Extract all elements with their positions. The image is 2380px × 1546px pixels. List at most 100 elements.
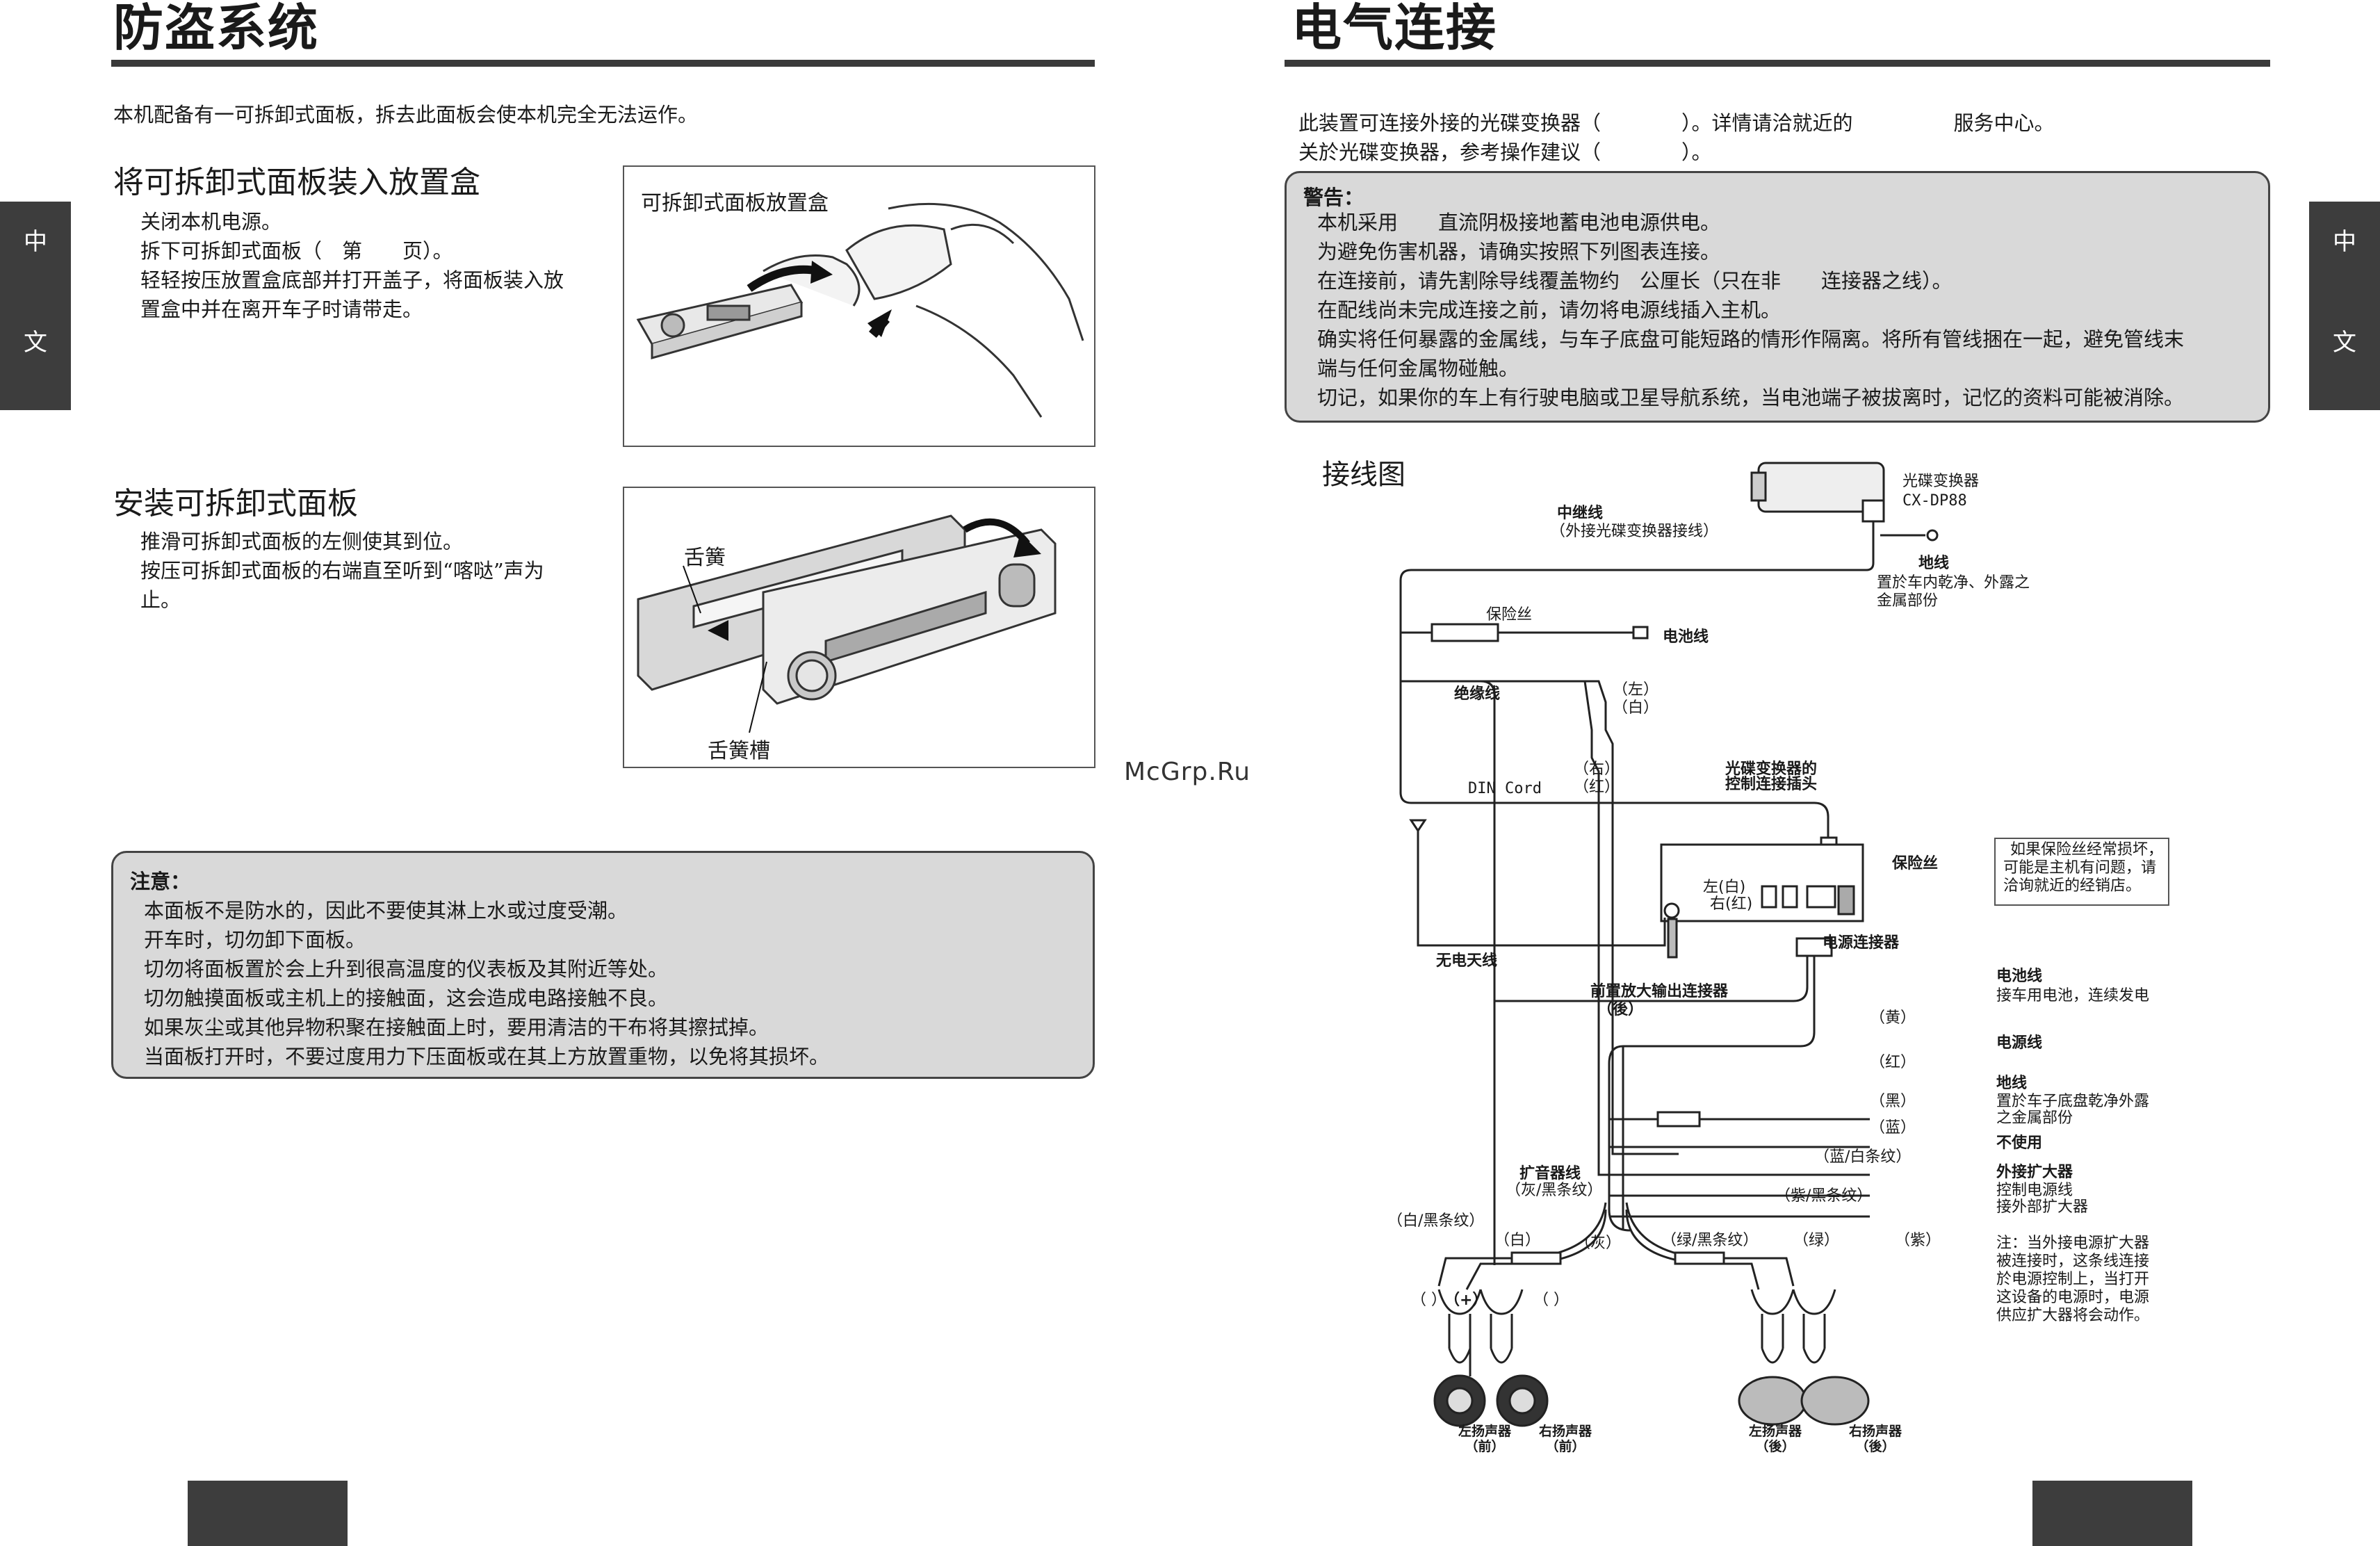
caution-title: 注意： (130, 870, 191, 893)
spk-name: 右扬声器 (1539, 1424, 1592, 1439)
sec1-heading: 将可拆卸式面板装入放置盒 (113, 165, 480, 200)
lbl-changer: 光碟变换器 (1902, 473, 1980, 490)
lbl-gnd: 地线 (1996, 1075, 2028, 1092)
lbl-black: （黑） (1870, 1093, 1916, 1110)
right-title-rule (1285, 60, 2270, 67)
lbl-gray: （灰） (1575, 1235, 1622, 1252)
spk-pos: （後） (1755, 1439, 1795, 1454)
lbl-purple-black: （紫/黑条纹） (1775, 1187, 1873, 1205)
lbl-right: （右） (1574, 760, 1620, 778)
lbl-ground-sub2: 金属部份 (1877, 592, 1939, 610)
install-illustration (637, 514, 1057, 733)
caution-box: 注意： 本面板不是防水的，因此不要使其淋上水或过度受潮。 开车时，切勿卸下面板。… (111, 851, 1095, 1079)
left-page-title: 防盗系统 (113, 0, 320, 57)
right-tab-char-1: 中 (2333, 228, 2356, 256)
lbl-green-black: （绿/黑条纹） (1661, 1232, 1759, 1249)
caution-items: 本面板不是防水的，因此不要使其淋上水或过度受潮。 开车时，切勿卸下面板。 切勿将… (144, 896, 829, 1071)
lbl-gnd-sub1: 置於车子底盘乾净外露 (1996, 1093, 2150, 1110)
sec2-step: 止。 (140, 588, 181, 612)
lbl-advice-3: 洽询就近的经销店。 (2003, 877, 2142, 895)
warning-item: 端与任何金属物碰触。 (1317, 357, 1519, 380)
left-tab-char-1: 中 (24, 228, 47, 256)
caution-item: 切勿将面板置於会上升到很高温度的仪表板及其附近等处。 (144, 957, 669, 981)
warning-item: 本机采用 直流阴极接地蓄电池电源供电。 (1317, 211, 1721, 234)
amp-note-line: 供应扩大器将会动作。 (1996, 1307, 2150, 1324)
lbl-bat-sub: 接车用电池，连续发电 (1996, 987, 2150, 1004)
lbl-spk-line: 扩音器线 (1519, 1165, 1581, 1182)
lbl-ctrl-1: 光碟变换器的 (1725, 760, 1818, 778)
lbl-minus: （ ） (1411, 1292, 1446, 1309)
lbl-preamp-2: （後） (1597, 1001, 1644, 1018)
right-intro-1: 此装置可连接外接的光碟变换器（ ）。详情请洽就近的 服务中心。 (1298, 111, 2055, 135)
lbl-din: DIN Cord (1468, 780, 1542, 797)
sec1-step: 置盒中并在离开车子时请带走。 (140, 298, 423, 321)
amp-note-line: 於电源控制上，当打开 (1996, 1271, 2150, 1288)
amp-note-line: 注：当外接电源扩大器 (1996, 1235, 2150, 1252)
lbl-red: （红） (1574, 779, 1620, 796)
lbl-advice-1: 如果保险丝经常损坏， (2010, 841, 2164, 859)
spk-pos: （前） (1545, 1439, 1586, 1454)
spk-pos: （前） (1465, 1439, 1505, 1454)
caution-item: 如果灰尘或其他异物积聚在接触面上时，要用清洁的干布将其擦拭掉。 (144, 1016, 769, 1039)
lbl-purple: （紫） (1895, 1232, 1941, 1249)
sec2-heading: 安装可拆卸式面板 (113, 486, 358, 521)
figure-spring-label: 舌簧 (684, 546, 726, 570)
lbl-advice-2: 可能是主机有问题，请 (2003, 859, 2157, 877)
lbl-amp-sub2: 接外部扩大器 (1996, 1198, 2089, 1216)
lbl-right-red: 右(红) (1710, 895, 1753, 913)
caution-item: 当面板打开时，不要过度用力下压面板或在其上方放置重物，以免将其损坏。 (144, 1045, 830, 1068)
lbl-changer-model: CX-DP88 (1902, 492, 1967, 510)
left-page-number-block (188, 1481, 348, 1546)
lbl-plus: （+） (1444, 1292, 1488, 1309)
warning-item: 在配线尚未完成连接之前，请勿将电源线插入主机。 (1317, 298, 1782, 322)
caution-item: 本面板不是防水的，因此不要使其淋上水或过度受潮。 (144, 899, 628, 922)
warning-item: 为避免伤害机器，请确实按照下列图表连接。 (1317, 240, 1721, 263)
left-tab-char-2: 文 (24, 329, 47, 357)
left-language-tab: 中 文 (0, 202, 71, 410)
lbl-power-connector: 电源连接器 (1823, 934, 1900, 952)
left-intro: 本机配备有一可拆卸式面板，拆去此面板会使本机完全无法运作。 (113, 103, 699, 127)
lbl-left: （左） (1613, 681, 1659, 699)
right-page-number-block (2032, 1481, 2192, 1546)
lbl-pwr: 电源线 (1996, 1034, 2043, 1052)
sec2-step: 推滑可拆卸式面板的左侧使其到位。 (140, 530, 464, 553)
sec1-step: 轻轻按压放置盒底部并打开盖子，将面板装入放 (140, 268, 564, 292)
lbl-spk-front-right: 右扬声器 （前） (1539, 1424, 1592, 1454)
warning-title: 警告： (1303, 186, 1364, 209)
sec1-step: 关闭本机电源。 (140, 210, 282, 234)
amp-note-line: 这设备的电源时，电源 (1996, 1289, 2150, 1306)
amp-note-line: 被连接时，这条线连接 (1996, 1253, 2150, 1270)
sec2-step: 按压可拆卸式面板的右端直至听到“喀哒”声为 (140, 559, 544, 583)
sec2-steps: 推滑可拆卸式面板的左侧使其到位。 按压可拆卸式面板的右端直至听到“喀哒”声为 止… (140, 527, 544, 615)
lbl-relay-sub: （外接光碟变换器接线） (1550, 523, 1719, 540)
lbl-amp: 外接扩大器 (1996, 1164, 2073, 1181)
lbl-minus2: （ ） (1533, 1292, 1569, 1309)
lbl-amp-sub1: 控制电源线 (1996, 1182, 2073, 1199)
lbl-green: （绿） (1793, 1232, 1840, 1249)
right-page-title: 电气连接 (1291, 0, 1498, 57)
case-illustration (636, 202, 1084, 418)
lbl-amp-note: 注：当外接电源扩大器 被连接时，这条线连接 於电源控制上，当打开 这设备的电源时… (1996, 1235, 2149, 1325)
lbl-gnd-sub2: 之金属部份 (1996, 1109, 2073, 1127)
figure-install: 舌簧 舌簧槽 (623, 487, 1095, 768)
warning-item: 在连接前，请先割除导线覆盖物约 公厘长（只在非 连接器之线）。 (1317, 269, 1953, 293)
sec1-steps: 关闭本机电源。 拆下可拆卸式面板（ 第 页）。 轻轻按压放置盒底部并打开盖子，将… (140, 207, 564, 324)
lbl-blue-white: （蓝/白条纹） (1814, 1148, 1912, 1166)
lbl-preamp-1: 前置放大输出连接器 (1590, 983, 1729, 1000)
warning-items: 本机采用 直流阴极接地蓄电池电源供电。 为避免伤害机器，请确实按照下列图表连接。… (1317, 208, 2184, 412)
warning-item: 切记，如果你的车上有行驶电脑或卫星导航系统，当电池端子被拔离时，记忆的资料可能被… (1317, 386, 2185, 409)
lbl-ctrl-2: 控制连接插头 (1725, 776, 1818, 793)
lbl-antenna: 无电天线 (1436, 952, 1498, 970)
spk-name: 左扬声器 (1749, 1424, 1802, 1439)
wiring-diagram (1399, 462, 2169, 1427)
spk-name: 右扬声器 (1849, 1424, 1902, 1439)
figure-case-label: 可拆卸式面板放置盒 (641, 191, 829, 215)
lbl-bat: 电池线 (1996, 968, 2043, 985)
lbl-spk-rear-right: 右扬声器 （後） (1849, 1424, 1902, 1454)
caution-item: 切勿触摸面板或主机上的接触面，这会造成电路接触不良。 (144, 986, 669, 1010)
diagram-title: 接线图 (1322, 459, 1405, 491)
lbl-spk-line-sub: （灰/黑条纹） (1506, 1182, 1603, 1199)
lbl-insulated: 绝缘线 (1454, 685, 1501, 703)
sec1-step: 拆下可拆卸式面板（ 第 页）。 (140, 239, 453, 263)
lbl-spk-rear-left: 左扬声器 （後） (1749, 1424, 1802, 1454)
